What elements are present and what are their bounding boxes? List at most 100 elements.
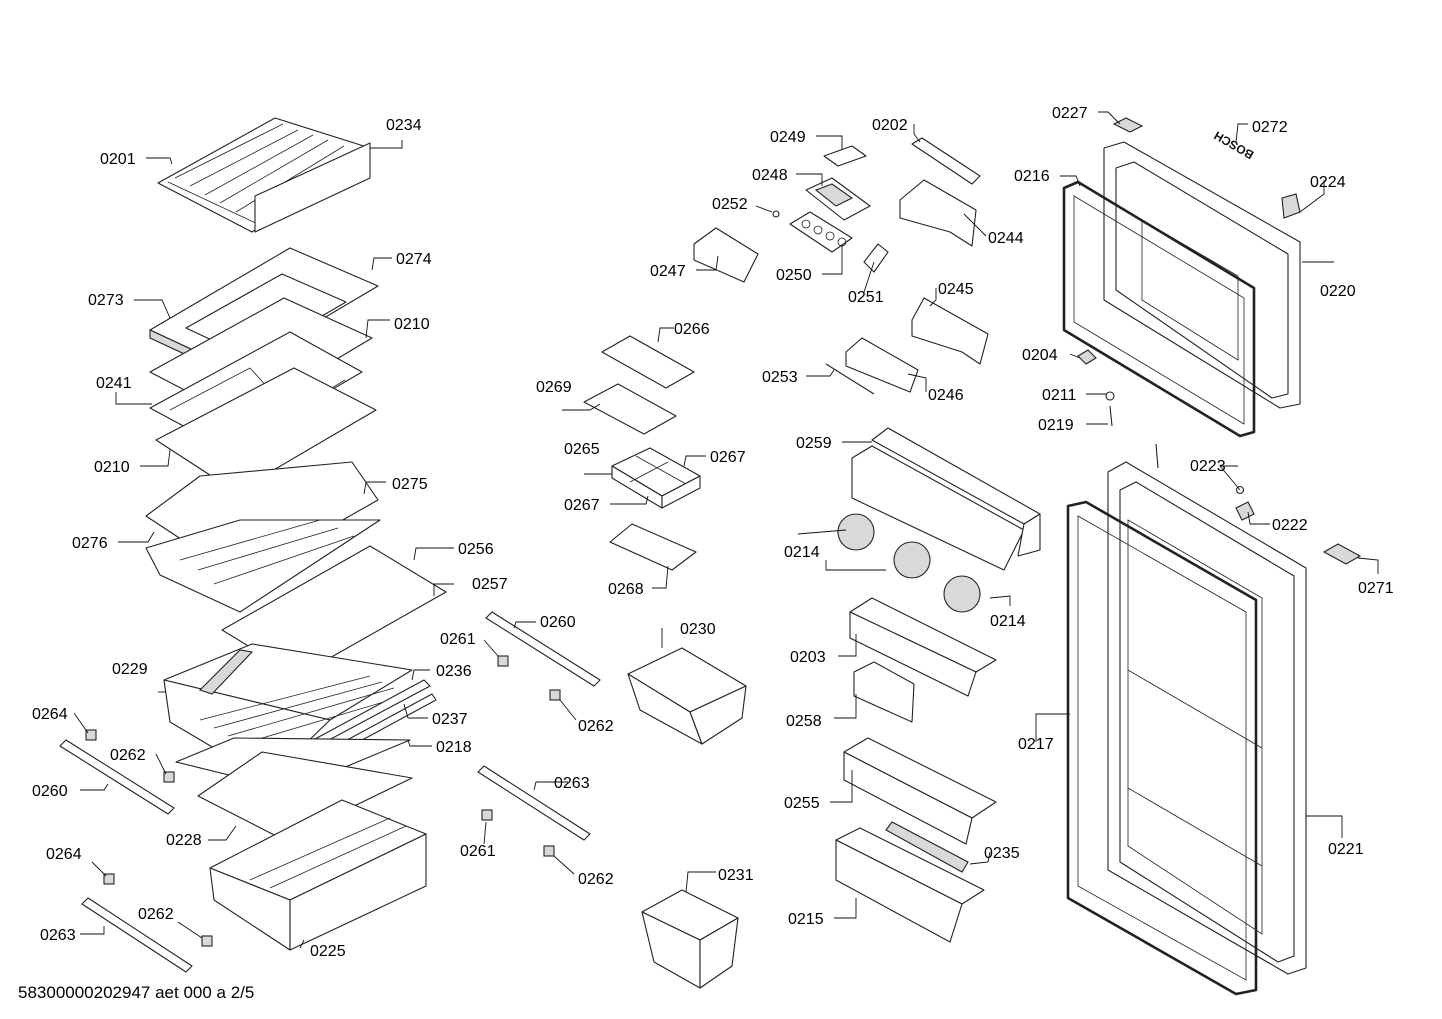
callout-0255: 0255 xyxy=(784,795,820,812)
drawing-footer-id: 58300000202947 aet 000 a 2/5 xyxy=(18,983,254,1002)
part-0260-rail-mid xyxy=(485,611,601,687)
part-0249 xyxy=(823,145,867,167)
part-0224-cover xyxy=(1281,193,1301,219)
callout-0231: 0231 xyxy=(718,867,754,884)
part-0262-clip-b xyxy=(201,935,213,947)
part-0259-shelf xyxy=(851,427,1041,571)
callout-0276: 0276 xyxy=(72,535,108,552)
part-0246-box xyxy=(845,337,919,393)
callout-0221: 0221 xyxy=(1328,841,1364,858)
callout-0214-a: 0214 xyxy=(784,544,820,561)
callout-0237: 0237 xyxy=(432,711,468,728)
part-0247-box xyxy=(693,227,759,283)
part-0264-clip-a xyxy=(85,729,97,741)
callout-0216: 0216 xyxy=(1014,168,1050,185)
callout-0241: 0241 xyxy=(96,375,132,392)
callout-0211: 0211 xyxy=(1042,387,1077,404)
callout-0236: 0236 xyxy=(436,663,472,680)
callout-0268: 0268 xyxy=(608,581,644,598)
part-0262-clip-a xyxy=(163,771,175,783)
part-0228-glass xyxy=(197,751,413,841)
part-0276-frame xyxy=(145,461,381,613)
part-0222-hinge xyxy=(1235,501,1255,521)
callout-0275: 0275 xyxy=(392,476,428,493)
part-0244-holder xyxy=(899,179,977,247)
callout-0246: 0246 xyxy=(928,387,964,404)
leader-lines xyxy=(73,111,1379,949)
callout-0257: 0257 xyxy=(472,576,508,593)
callout-0247: 0247 xyxy=(650,263,686,280)
part-0255-shelf xyxy=(843,737,997,845)
callout-0253: 0253 xyxy=(762,369,798,386)
part-0231-bin xyxy=(641,889,739,989)
callout-0252: 0252 xyxy=(712,196,748,213)
part-0269-sheet xyxy=(583,383,677,435)
callout-0235: 0235 xyxy=(984,845,1020,862)
callout-0250: 0250 xyxy=(776,267,812,284)
part-0220-freezer-door xyxy=(1103,141,1301,409)
part-0252-pin xyxy=(772,210,780,218)
part-0214-egg-cups xyxy=(837,513,981,613)
bosch-brand-mark: BOSCH xyxy=(1212,128,1257,162)
callout-0256: 0256 xyxy=(458,541,494,558)
callout-0261-a: 0261 xyxy=(440,631,476,648)
part-0251-clip xyxy=(863,243,889,273)
part-0248 xyxy=(805,177,871,221)
callout-0274: 0274 xyxy=(396,251,432,268)
callout-0263-a: 0263 xyxy=(40,927,76,944)
part-screw-top xyxy=(1155,443,1159,469)
callout-0230: 0230 xyxy=(680,621,716,638)
part-0265-organizer xyxy=(611,447,701,509)
part-0258-box xyxy=(853,661,915,723)
part-0261-clip-a xyxy=(497,655,509,667)
callout-0262-b: 0262 xyxy=(138,906,174,923)
callout-0266: 0266 xyxy=(674,321,710,338)
callout-0265: 0265 xyxy=(564,441,600,458)
callout-0249: 0249 xyxy=(770,129,806,146)
part-0271-cover xyxy=(1322,543,1362,565)
callout-0210-bottom: 0210 xyxy=(94,459,130,476)
callout-0217: 0217 xyxy=(1018,736,1054,753)
callout-0229: 0229 xyxy=(112,661,148,678)
part-0203-shelf xyxy=(849,597,997,697)
callout-0225: 0225 xyxy=(310,943,346,960)
callout-0234: 0234 xyxy=(386,117,422,134)
part-0261-clip-b xyxy=(481,809,493,821)
part-0230-bin xyxy=(627,647,747,745)
part-0227-cap xyxy=(1112,117,1144,133)
part-0250-egg-tray xyxy=(789,211,853,253)
part-0268-tray xyxy=(609,523,697,571)
callout-0227: 0227 xyxy=(1052,105,1088,122)
part-0253-bar xyxy=(825,363,875,395)
callout-0224: 0224 xyxy=(1310,174,1346,191)
callout-0218: 0218 xyxy=(436,739,472,756)
callout-0248: 0248 xyxy=(752,167,788,184)
callout-0220: 0220 xyxy=(1320,283,1356,300)
callout-0223: 0223 xyxy=(1190,458,1226,475)
part-0225-drawer xyxy=(209,799,427,951)
callout-0214-c: 0214 xyxy=(990,613,1026,630)
callout-0262-d: 0262 xyxy=(578,871,614,888)
part-0219-screw xyxy=(1109,405,1113,427)
part-0245-holder xyxy=(911,297,989,365)
callout-0262-c: 0262 xyxy=(578,718,614,735)
part-0235-divider xyxy=(885,821,969,873)
callout-0261-b: 0261 xyxy=(460,843,496,860)
part-0263-rail-mid xyxy=(477,765,591,841)
callout-0259: 0259 xyxy=(796,435,832,452)
part-0262-clip-d xyxy=(543,845,555,857)
callout-0251: 0251 xyxy=(848,289,884,306)
part-0260-rail-left xyxy=(59,739,175,815)
part-0264-clip-b xyxy=(103,873,115,885)
part-0262-clip-c xyxy=(549,689,561,701)
callout-0264-b: 0264 xyxy=(46,846,82,863)
callout-0263-b: 0263 xyxy=(554,775,590,792)
callout-0271: 0271 xyxy=(1358,580,1394,597)
callout-0272: 0272 xyxy=(1252,119,1288,136)
part-0221-fridge-door xyxy=(1107,461,1307,975)
callout-0262-a: 0262 xyxy=(110,747,146,764)
callout-0260-a: 0260 xyxy=(32,783,68,800)
callout-0202: 0202 xyxy=(872,117,908,134)
callout-0228: 0228 xyxy=(166,832,202,849)
